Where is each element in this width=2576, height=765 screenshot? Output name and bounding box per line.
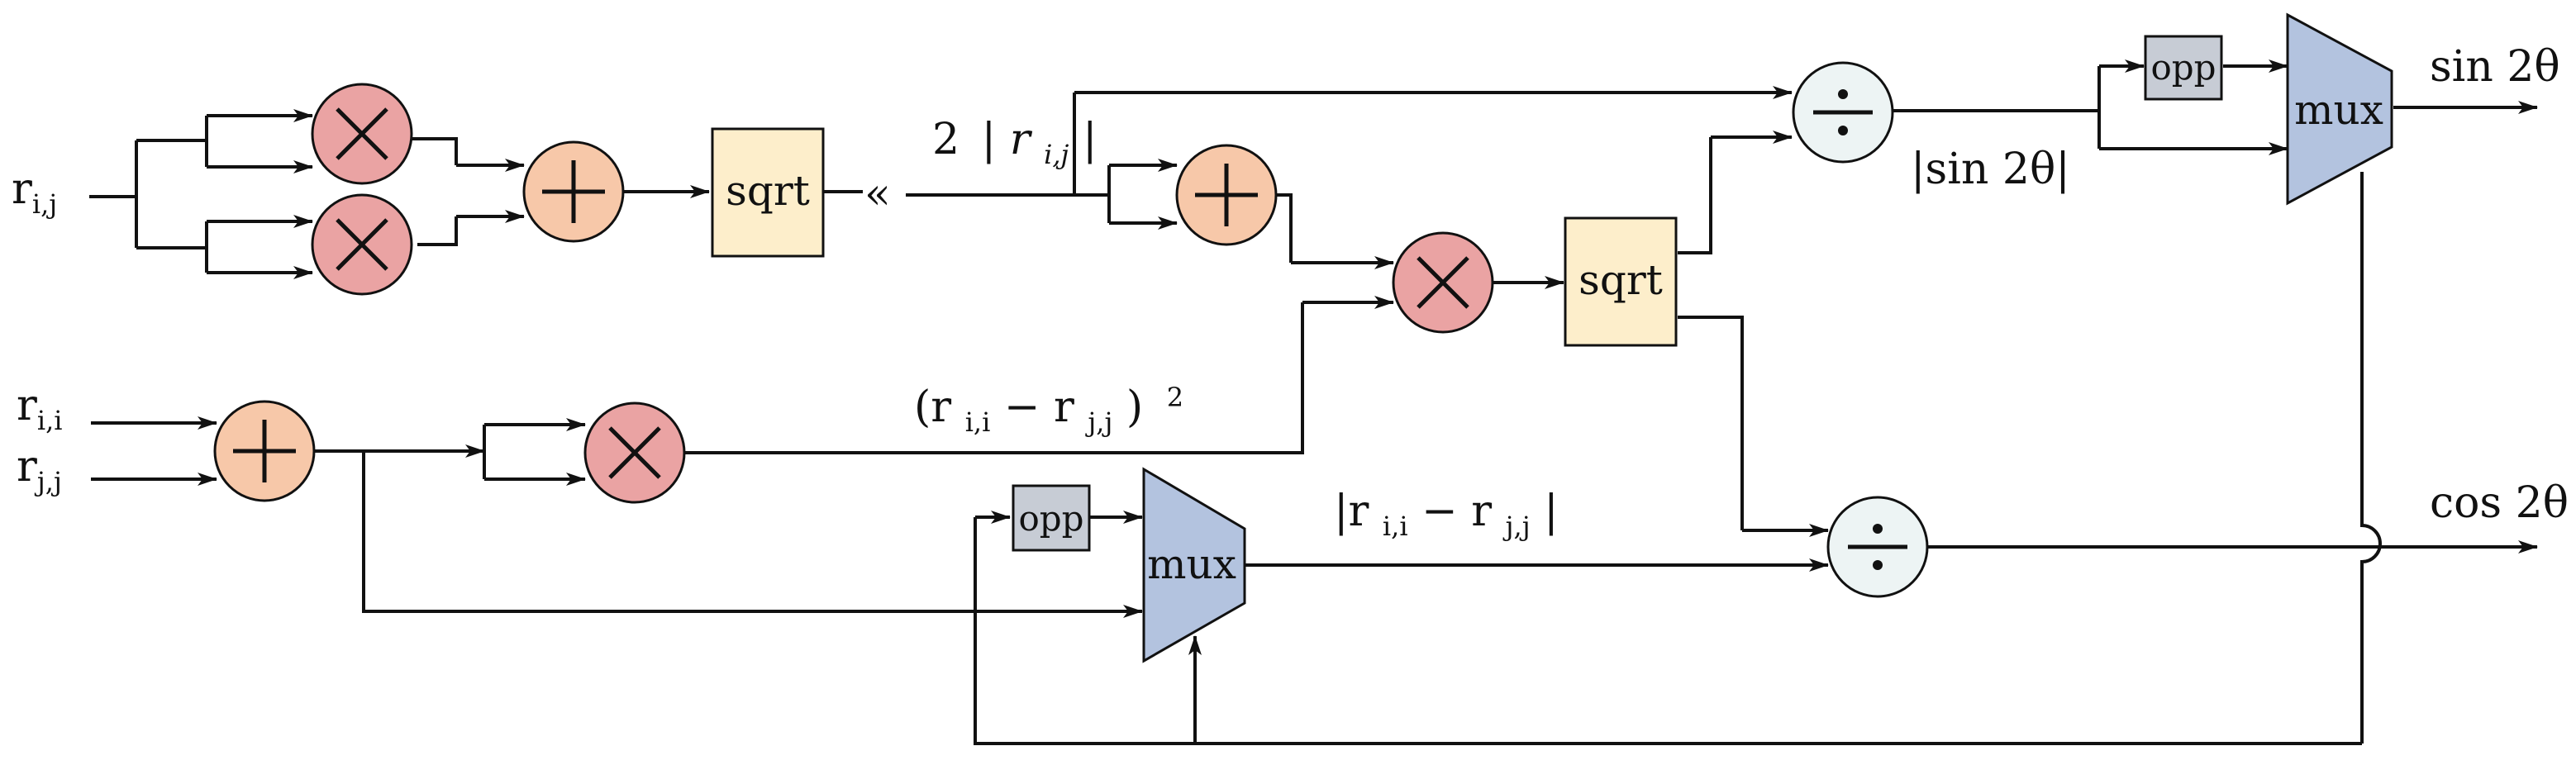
multiply-icon — [1417, 256, 1469, 309]
plus-icon — [542, 160, 605, 223]
opp-block-bottom: opp — [1012, 484, 1091, 552]
mux-label: mux — [1147, 540, 1236, 588]
svg-text:(r i,i − r: (r i,i − r j,j ) 2 — [914, 382, 1183, 442]
sqrt-label: sqrt — [726, 167, 810, 215]
input-rjj-label: rj,j — [17, 442, 62, 497]
sqrt-block-left: sqrt — [711, 127, 825, 258]
plus-icon — [233, 420, 296, 482]
adder-3 — [213, 400, 316, 502]
opp-label: opp — [1018, 498, 1083, 539]
svg-text:ri,i: ri,i — [17, 381, 63, 436]
input-rij-label: ri,j — [12, 164, 57, 220]
divider-top — [1792, 61, 1894, 164]
sqrt-block-right: sqrt — [1564, 216, 1678, 347]
svg-text:ri,j: ri,j — [12, 164, 57, 220]
adder-2 — [1175, 144, 1278, 246]
multiply-icon — [336, 107, 388, 160]
plus-icon — [1195, 164, 1258, 226]
abs-sin2theta-label: |sin 2θ| — [1911, 145, 2070, 194]
abs-diff-label: |r i,i − r j,j | — [1334, 487, 1559, 546]
multiply-icon — [336, 218, 388, 271]
svg-text:|r i,i − r: |r i,i − r j,j | — [1334, 487, 1559, 546]
opp-label: opp — [2150, 47, 2216, 88]
wires — [89, 59, 2538, 745]
diff-squared-label: (r i,i − r j,j ) 2 — [914, 382, 1183, 442]
multiplier-3 — [1392, 231, 1494, 334]
multiplier-4 — [583, 402, 686, 504]
multiplier-2 — [311, 193, 413, 296]
shift-symbol: « — [864, 169, 891, 219]
divider-bottom — [1826, 496, 1929, 598]
svg-text:rj,j: rj,j — [17, 442, 62, 497]
input-rii-label: ri,i — [17, 381, 63, 436]
mux-bottom: mux — [1142, 467, 1246, 663]
adder-1 — [522, 140, 625, 243]
sqrt-label: sqrt — [1578, 256, 1663, 304]
multiply-icon — [608, 426, 661, 479]
output-sin2theta-label: sin 2θ — [2430, 42, 2560, 92]
divide-icon — [1848, 524, 1907, 570]
two-abs-rij-label: 2 | r i,j | — [932, 115, 1097, 174]
mux-label: mux — [2294, 86, 2383, 134]
output-cos2theta-label: cos 2θ — [2430, 478, 2569, 528]
svg-text:2 | r i,j: 2 | r i,j | — [932, 115, 1097, 174]
mux-top: mux — [2286, 12, 2393, 206]
divide-icon — [1813, 89, 1873, 135]
opp-block-top: opp — [2144, 35, 2223, 101]
multiplier-1 — [311, 83, 413, 185]
